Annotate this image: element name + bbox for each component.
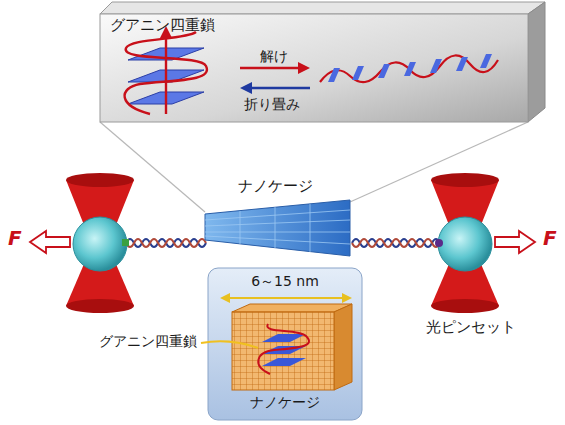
box-side-face xyxy=(528,2,545,122)
base-plane xyxy=(404,62,416,76)
box-title: グアニン四重鎖 xyxy=(110,16,215,34)
fold-arrow xyxy=(250,87,310,90)
dna-handle xyxy=(352,239,440,247)
dna-handle xyxy=(126,239,206,247)
dna-handle xyxy=(126,239,206,247)
bead xyxy=(438,217,492,271)
quartet-plane xyxy=(262,358,306,366)
unfold-arrow xyxy=(240,67,300,70)
strand-arrow xyxy=(165,34,167,114)
dna-strand xyxy=(125,32,207,114)
quartet-plane xyxy=(262,334,306,342)
inset-box: 6～15 nm ナノケージ xyxy=(208,268,362,420)
dimension-line xyxy=(228,297,344,299)
dimension-label: 6～15 nm xyxy=(251,273,319,290)
part-label: ナノケージ xyxy=(238,177,313,195)
linker xyxy=(435,239,443,247)
inset-caption: ナノケージ xyxy=(250,394,320,411)
part-label: 光ピンセット xyxy=(426,318,516,336)
arrow-label: 解け xyxy=(260,48,288,65)
nanocage xyxy=(205,200,350,256)
linker xyxy=(122,239,129,246)
box-front-face xyxy=(100,14,528,122)
cage-mesh xyxy=(205,204,350,252)
callout-box: グアニン四重鎖解け折り畳み xyxy=(100,14,528,122)
force-arrow xyxy=(30,231,70,253)
laser-cone-top xyxy=(431,173,499,187)
dna-handle xyxy=(352,239,440,247)
arrow-label: 折り畳み xyxy=(244,96,300,113)
cage-side-face xyxy=(334,304,352,390)
base-plane xyxy=(430,59,442,73)
dna-strand xyxy=(258,324,309,374)
inset-panel xyxy=(208,268,362,420)
leader-line xyxy=(201,341,258,348)
laser-cone-top xyxy=(66,173,134,187)
arrow-head xyxy=(240,82,252,94)
laser-cone-bottom xyxy=(431,299,499,313)
bead xyxy=(73,217,127,271)
force-label: F xyxy=(543,226,557,250)
base-plane xyxy=(456,57,468,71)
base-plane xyxy=(480,54,492,68)
part-label: グアニン四重鎖 xyxy=(99,333,197,350)
arrow-head xyxy=(342,293,352,303)
cage-front-face xyxy=(232,312,334,390)
base-plane xyxy=(352,66,364,80)
force-label: F xyxy=(8,226,22,250)
base-plane xyxy=(328,68,340,82)
laser-cone-bottom xyxy=(66,299,134,313)
force-arrow xyxy=(495,231,535,253)
cage-mesh xyxy=(232,312,334,390)
arrow-head xyxy=(298,62,310,74)
cage-top-face xyxy=(232,304,352,312)
dna-strand xyxy=(320,55,498,82)
arrow-head xyxy=(220,293,230,303)
base-plane xyxy=(378,64,390,78)
box-top-face xyxy=(100,2,545,14)
